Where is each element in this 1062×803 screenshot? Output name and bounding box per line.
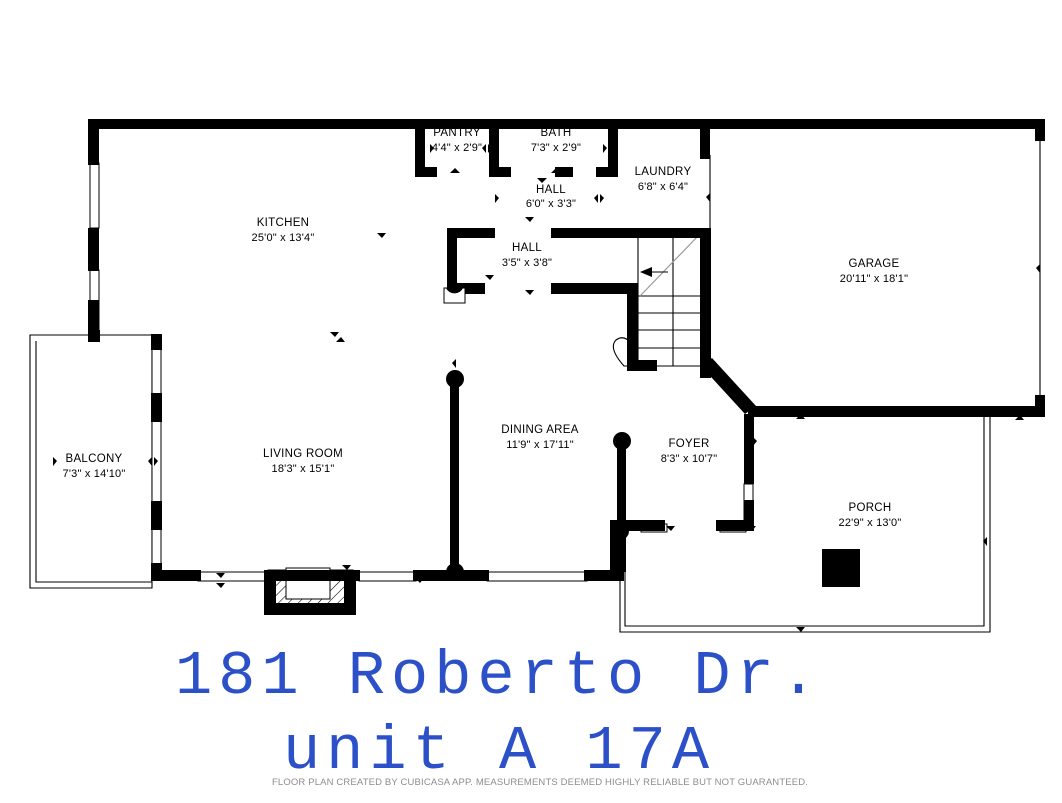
dimension-ticks [53,124,1040,632]
room-label-hall-lower: HALL [512,242,542,254]
plan-title-line-1: 181 Roberto Dr. [175,641,823,712]
room-dim-laundry: 6'8" x 6'4" [638,181,688,193]
room-label-pantry: PANTRY [433,127,480,139]
toilet-fixture [443,287,466,304]
room-dim-balcony: 7'3" x 14'10" [63,468,126,480]
plan-disclaimer: FLOOR PLAN CREATED BY CUBICASA APP. MEAS… [272,777,808,788]
room-label-bath: BATH [540,127,571,139]
room-label-garage: GARAGE [848,258,899,270]
room-label-dining-area: DINING AREA [501,424,578,436]
structural-column-group [446,370,631,581]
room-labels: PANTRY 4'4" x 2'9" BATH 7'3" x 2'9" LAUN… [63,127,908,529]
plan-title-block: 181 Roberto Dr. unit A 17A FLOOR PLAN CR… [175,641,823,788]
room-dim-porch: 22'9" x 13'0" [839,517,902,529]
porch-post [822,549,860,587]
room-label-hall-upper: HALL [536,184,566,196]
room-dim-kitchen: 25'0" x 13'4" [252,232,315,244]
room-label-porch: PORCH [848,502,891,514]
room-dim-bath: 7'3" x 2'9" [531,142,581,154]
room-label-balcony: BALCONY [65,453,122,465]
room-dim-pantry: 4'4" x 2'9" [432,142,482,154]
room-dim-dining-area: 11'9" x 17'11" [506,439,574,451]
room-label-living-room: LIVING ROOM [263,448,343,460]
walls [88,119,1045,615]
plan-title-line-2: unit A 17A [283,716,715,787]
room-dim-living-room: 18'3" x 15'1" [272,463,335,475]
room-dim-hall-upper: 6'0" x 3'3" [526,198,576,210]
balcony-outline [29,334,153,589]
room-dim-garage: 20'11" x 18'1" [840,273,908,285]
room-dim-foyer: 8'3" x 10'7" [661,453,718,465]
room-dim-hall-lower: 3'5" x 3'8" [502,257,552,269]
room-label-laundry: LAUNDRY [635,166,692,178]
room-label-foyer: FOYER [668,438,709,450]
room-label-kitchen: KITCHEN [257,217,310,229]
